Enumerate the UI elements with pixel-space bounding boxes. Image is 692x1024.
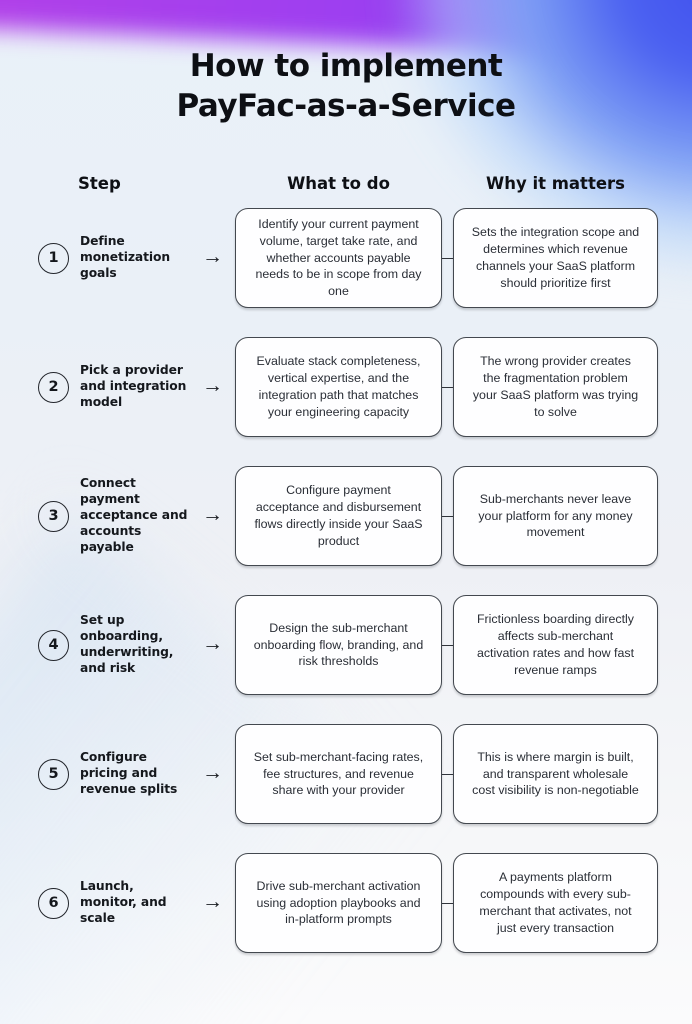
page-title-line2: PayFac-as-a-Service xyxy=(176,88,516,124)
why-it-matters-card: This is where margin is built, and trans… xyxy=(453,724,658,824)
what-to-do-card: Identify your current payment volume, ta… xyxy=(235,208,442,308)
what-to-do-card: Evaluate stack completeness, vertical ex… xyxy=(235,337,442,437)
step-column: 3 Connect payment acceptance and account… xyxy=(0,466,190,566)
steps-list: 1 Define monetization goals → Identify y… xyxy=(0,208,692,953)
page-title-line1: How to implement xyxy=(189,48,503,84)
why-it-matters-card: Sets the integration scope and determine… xyxy=(453,208,658,308)
what-to-do-text: Identify your current payment volume, ta… xyxy=(255,216,422,299)
what-to-do-card: Set sub-merchant-facing rates, fee struc… xyxy=(235,724,442,824)
step-label: Pick a provider and integration model xyxy=(80,363,187,409)
why-it-matters-card: A payments platform compounds with every… xyxy=(453,853,658,953)
arrow-column: → xyxy=(190,595,235,695)
what-to-do-text: Evaluate stack completeness, vertical ex… xyxy=(256,354,421,419)
column-headers: Step What to do Why it matters xyxy=(0,174,692,193)
step-label: Define monetization goals xyxy=(80,234,170,280)
step-number: 3 xyxy=(48,508,59,524)
why-it-matters-text: The wrong provider creates the fragmenta… xyxy=(472,354,639,419)
arrow-column: → xyxy=(190,337,235,437)
card-connector-line xyxy=(442,644,453,646)
why-it-matters-card: The wrong provider creates the fragmenta… xyxy=(453,337,658,437)
card-connector-line xyxy=(442,515,453,517)
step-number-badge: 1 xyxy=(38,242,69,274)
what-to-do-card: Design the sub-merchant onboarding flow,… xyxy=(235,595,442,695)
why-it-matters-text: Frictionless boarding directly affects s… xyxy=(476,612,635,677)
step-number-badge: 2 xyxy=(38,371,69,403)
column-header-what-to-do: What to do xyxy=(287,174,390,193)
step-number: 1 xyxy=(48,250,59,266)
step-row: 4 Set up onboarding, underwriting, and r… xyxy=(0,595,692,695)
step-label: Set up onboarding, underwriting, and ris… xyxy=(80,613,174,675)
arrow-column: → xyxy=(190,853,235,953)
what-to-do-text: Design the sub-merchant onboarding flow,… xyxy=(253,620,424,669)
what-to-do-text: Set sub-merchant-facing rates, fee struc… xyxy=(253,749,424,798)
step-number-badge: 3 xyxy=(38,500,69,532)
step-row: 1 Define monetization goals → Identify y… xyxy=(0,208,692,308)
step-number: 2 xyxy=(48,379,59,395)
arrow-column: → xyxy=(190,724,235,824)
step-number-badge: 4 xyxy=(38,629,69,661)
step-row: 5 Configure pricing and revenue splits →… xyxy=(0,724,692,824)
what-to-do-card: Configure payment acceptance and disburs… xyxy=(235,466,442,566)
what-to-do-text: Configure payment acceptance and disburs… xyxy=(254,483,423,548)
card-connector-line xyxy=(442,773,453,775)
why-it-matters-text: Sub-merchants never leave your platform … xyxy=(478,491,633,540)
card-connector-line xyxy=(442,257,453,259)
arrow-column: → xyxy=(190,208,235,308)
arrow-right-icon: → xyxy=(202,503,223,526)
why-it-matters-text: Sets the integration scope and determine… xyxy=(471,225,640,290)
step-column: 5 Configure pricing and revenue splits xyxy=(0,724,190,824)
card-connector-line xyxy=(442,902,453,904)
step-number: 6 xyxy=(48,895,59,911)
arrow-right-icon: → xyxy=(202,245,223,268)
column-header-why-it-matters: Why it matters xyxy=(486,174,625,193)
what-to-do-card: Drive sub-merchant activation using adop… xyxy=(235,853,442,953)
step-label: Configure pricing and revenue splits xyxy=(80,750,178,796)
step-column: 1 Define monetization goals xyxy=(0,208,190,308)
step-number: 4 xyxy=(48,637,59,653)
arrow-right-icon: → xyxy=(202,374,223,397)
card-connector-line xyxy=(442,386,453,388)
step-row: 6 Launch, monitor, and scale → Drive sub… xyxy=(0,853,692,953)
step-number-badge: 5 xyxy=(38,758,69,790)
step-label: Launch, monitor, and scale xyxy=(80,879,167,925)
arrow-right-icon: → xyxy=(202,632,223,655)
why-it-matters-text: A payments platform compounds with every… xyxy=(479,870,632,935)
step-row: 2 Pick a provider and integration model … xyxy=(0,337,692,437)
step-column: 2 Pick a provider and integration model xyxy=(0,337,190,437)
step-column: 4 Set up onboarding, underwriting, and r… xyxy=(0,595,190,695)
step-label: Connect payment acceptance and accounts … xyxy=(80,476,188,554)
what-to-do-text: Drive sub-merchant activation using adop… xyxy=(256,878,421,927)
why-it-matters-card: Sub-merchants never leave your platform … xyxy=(453,466,658,566)
column-header-step: Step xyxy=(78,174,121,193)
step-row: 3 Connect payment acceptance and account… xyxy=(0,466,692,566)
arrow-right-icon: → xyxy=(202,890,223,913)
arrow-column: → xyxy=(190,466,235,566)
step-column: 6 Launch, monitor, and scale xyxy=(0,853,190,953)
step-number: 5 xyxy=(48,766,59,782)
why-it-matters-card: Frictionless boarding directly affects s… xyxy=(453,595,658,695)
why-it-matters-text: This is where margin is built, and trans… xyxy=(472,749,639,798)
step-number-badge: 6 xyxy=(38,887,69,919)
arrow-right-icon: → xyxy=(202,761,223,784)
